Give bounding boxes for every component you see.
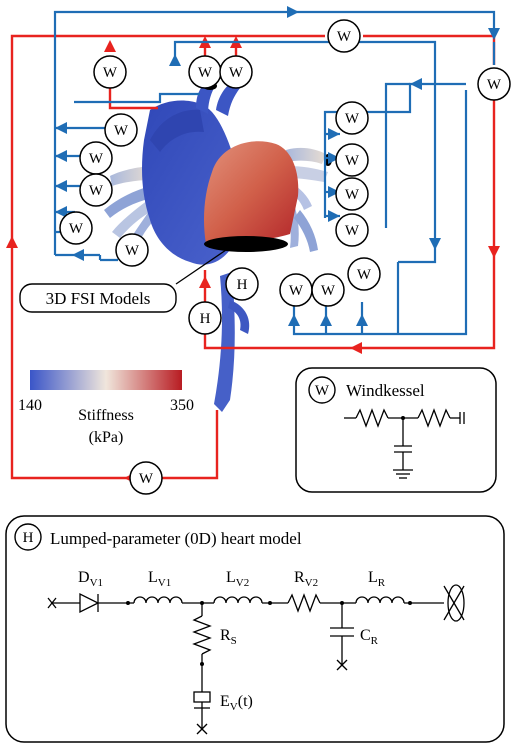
svg-text:W: W — [229, 65, 244, 81]
svg-text:W: W — [315, 383, 330, 399]
windkessel-markers: W W W W W W W W W W W W W W W W W W — [59, 19, 511, 495]
svg-text:W: W — [345, 153, 360, 169]
windkessel-legend-title: Windkessel — [346, 381, 425, 400]
windkessel-marker: W — [335, 101, 369, 135]
windkessel-marker: W — [335, 177, 369, 211]
svg-text:W: W — [345, 111, 360, 127]
arrow-up-w1 — [104, 40, 116, 52]
svg-text:W: W — [198, 65, 213, 81]
windkessel-marker: W — [279, 273, 313, 307]
windkessel-marker: W — [219, 55, 253, 89]
windkessel-marker: W — [327, 19, 361, 53]
venous-flow-arrows — [55, 6, 500, 326]
svg-text:W: W — [345, 223, 360, 239]
svg-text:W: W — [345, 187, 360, 203]
svg-text:H: H — [23, 530, 34, 546]
fsi-models-callout: 3D FSI Models — [19, 249, 227, 313]
windkessel-marker: W — [115, 233, 149, 267]
windkessel-circuit — [344, 408, 465, 479]
windkessel-marker: W — [188, 55, 222, 89]
circuit-junctions — [126, 601, 412, 666]
fsi-models-label: 3D FSI Models — [46, 289, 151, 308]
label-rv2: RV2 — [294, 569, 318, 589]
svg-text:W: W — [139, 471, 154, 487]
windkessel-marker: W — [477, 67, 511, 101]
label-lv1: LV1 — [148, 569, 171, 589]
windkessel-marker: W — [59, 211, 93, 245]
svg-text:W: W — [487, 77, 502, 93]
colorbar-gradient — [30, 370, 182, 390]
colorbar-min-label: 140 — [18, 397, 42, 414]
windkessel-legend-panel: W Windkessel — [295, 367, 497, 493]
heart-circuit — [47, 584, 465, 735]
aortic-outlet — [204, 236, 288, 252]
windkessel-marker: W — [79, 141, 113, 175]
svg-text:W: W — [89, 183, 104, 199]
aortic-segment — [204, 141, 299, 244]
svg-text:H: H — [200, 311, 211, 327]
svg-text:W: W — [69, 221, 84, 237]
windkessel-marker: W — [335, 143, 369, 177]
colorbar-title: Stiffness — [78, 407, 134, 424]
arrow-left-bottom — [350, 342, 362, 354]
windkessel-marker: W — [79, 173, 113, 207]
heart-model-markers: H H — [188, 267, 259, 335]
windkessel-marker: W — [129, 461, 163, 495]
svg-text:W: W — [89, 151, 104, 167]
heart-model-panel: H Lumped-parameter (0D) heart model — [5, 515, 505, 743]
svg-text:W: W — [289, 283, 304, 299]
colorbar-unit: (kPa) — [89, 429, 124, 446]
arrow-up-left — [6, 236, 18, 248]
windkessel-marker: W — [104, 113, 138, 147]
heart-panel-title: Lumped-parameter (0D) heart model — [50, 529, 302, 548]
svg-text:H: H — [237, 277, 248, 293]
superior-vessel — [196, 84, 214, 114]
windkessel-legend-symbol — [308, 376, 336, 404]
windkessel-marker: W — [335, 213, 369, 247]
svg-text:W: W — [357, 267, 372, 283]
windkessel-marker: W — [311, 273, 345, 307]
label-lv2: LV2 — [226, 569, 249, 589]
arrow-down-right — [488, 246, 500, 258]
svg-text:W: W — [125, 243, 140, 259]
heart-legend-symbol — [14, 523, 42, 551]
label-rs: RS — [220, 627, 237, 647]
svg-text:W: W — [321, 283, 336, 299]
label-lr: LR — [368, 569, 386, 589]
svg-text:W: W — [103, 65, 118, 81]
label-dv1: DV1 — [78, 569, 103, 589]
label-cr: CR — [360, 627, 379, 647]
svg-text:W: W — [114, 123, 129, 139]
windkessel-marker: W — [347, 257, 381, 291]
fsi-anatomy-model — [104, 80, 332, 412]
windkessel-marker: W — [93, 55, 127, 89]
svg-text:W: W — [337, 29, 352, 45]
label-ev: EV(t) — [220, 693, 253, 713]
heart-marker: H — [225, 267, 259, 301]
stiffness-colorbar: 140 350 Stiffness (kPa) — [18, 370, 194, 446]
arrow-up-h — [199, 276, 211, 288]
colorbar-max-label: 350 — [170, 397, 194, 414]
heart-marker: H — [188, 301, 222, 335]
